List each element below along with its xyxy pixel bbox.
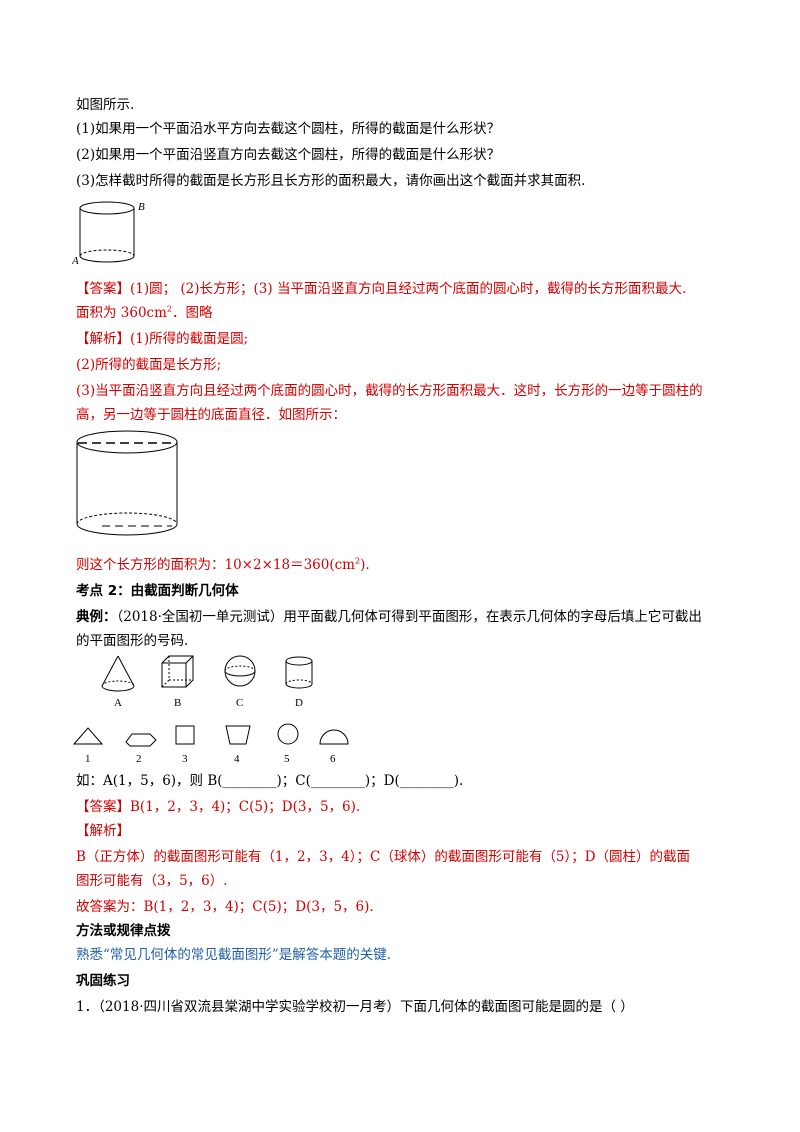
solids-figure: A B C D bbox=[101, 655, 313, 709]
cylinder-figure-small: B A bbox=[72, 201, 145, 267]
shape-label-6: 6 bbox=[330, 753, 336, 765]
shape-label-5: 5 bbox=[284, 753, 290, 765]
solid-label-c: C bbox=[236, 697, 243, 709]
area-calc-post: ). bbox=[360, 557, 370, 573]
example-line-2: 的平面图形的号码. bbox=[76, 633, 189, 649]
label-b: B bbox=[138, 201, 145, 213]
analysis-2-line-2: 图形可能有（3，5，6）. bbox=[76, 873, 228, 889]
square-icon bbox=[175, 725, 195, 745]
shape-label-1: 1 bbox=[85, 753, 91, 765]
practice-question-1: 1．（2018·四川省双流县棠湖中学实验学校初一月考）下面几何体的截面图可能是圆… bbox=[76, 999, 634, 1015]
circle-icon bbox=[277, 723, 299, 745]
cylinder-figure-large bbox=[76, 430, 178, 536]
answer-1-text: (1)圆； (2)长方形；(3) 当平面沿竖直方向且经过两个底面的圆心时，截得的… bbox=[130, 281, 687, 297]
answer-area-sup: 2 bbox=[166, 304, 173, 314]
analysis-1-line-4: 高，另一边等于圆柱的底面直径．如图所示： bbox=[76, 407, 346, 423]
section-2-title: 考点 2：由截面判断几何体 bbox=[76, 583, 239, 599]
answer-tag: 【答案】 bbox=[76, 281, 130, 297]
cube-icon bbox=[161, 655, 194, 688]
area-calc-sup: 2 bbox=[354, 556, 361, 566]
analysis-1-line-5: 则这个长方形的面积为：10×2×18＝360(cm2). bbox=[76, 556, 370, 574]
answer-2-tag: 【答案】 bbox=[76, 799, 130, 815]
analysis-1-text-1: (1)所得的截面是圆; bbox=[130, 331, 249, 347]
practice-title: 巩固练习 bbox=[76, 973, 130, 989]
cylinder-icon bbox=[285, 656, 313, 689]
analysis-tag: 【解析】 bbox=[76, 331, 130, 347]
shape-label-2: 2 bbox=[136, 753, 142, 765]
hexagon-icon bbox=[125, 733, 157, 747]
shape-label-4: 4 bbox=[234, 753, 240, 765]
sphere-icon bbox=[224, 655, 256, 687]
triangle-icon bbox=[72, 727, 104, 745]
label-a: A bbox=[72, 255, 79, 267]
solid-label-a: A bbox=[114, 697, 122, 709]
answer-area-post: ．图略 bbox=[172, 305, 213, 321]
method-text: 熟悉“常见几何体的常见截面图形”是解答本题的关键. bbox=[76, 947, 392, 963]
cylinder-bottom-back bbox=[79, 249, 135, 257]
analysis-2-tag: 【解析】 bbox=[76, 823, 130, 839]
trapezoid-icon bbox=[225, 725, 251, 745]
large-cylinder-bottom-back bbox=[76, 512, 178, 525]
area-calc-text: 则这个长方形的面积为：10×2×18＝360(cm bbox=[76, 557, 355, 573]
analysis-2-line-3: 故答案为：B(1，2，3，4)；C(5)；D(3，5，6). bbox=[76, 899, 374, 915]
cylinder-top-ellipse bbox=[79, 201, 135, 215]
large-cylinder-top bbox=[76, 430, 178, 454]
example-line-1: 典例：（2018·全国初一单元测试）用平面截几何体可得到平面图形，在表示几何体的… bbox=[76, 608, 702, 626]
answer-2-text: B(1，2，3，4)；C(5)；D(3，5，6). bbox=[130, 799, 361, 815]
question-3: (3)怎样截时所得的截面是长方形且长方形的面积最大，请你画出这个截面并求其面积. bbox=[76, 173, 586, 189]
solid-label-d: D bbox=[295, 697, 303, 709]
analysis-2-line-1: B（正方体）的截面图形可能有（1，2，3，4）；C（球体）的截面图形可能有（5）… bbox=[76, 849, 691, 865]
intro-text: 如图所示. bbox=[76, 97, 135, 113]
analysis-1-line-2: (2)所得的截面是长方形; bbox=[76, 357, 222, 373]
semicircle-icon bbox=[319, 729, 349, 745]
shape-label-3: 3 bbox=[182, 753, 188, 765]
large-cylinder-bottom-front bbox=[76, 523, 178, 536]
cone-icon bbox=[101, 655, 135, 692]
question-1: (1)如果用一个平面沿水平方向去截这个圆柱，所得的截面是什么形状？ bbox=[76, 121, 501, 137]
cylinder-bottom-front bbox=[79, 255, 135, 263]
answer-1-line-2: 面积为 360cm2．图略 bbox=[76, 304, 213, 322]
example-label: 典例： bbox=[76, 609, 117, 625]
method-title: 方法或规律点拨 bbox=[76, 923, 171, 939]
answer-2-line: 【答案】B(1，2，3，4)；C(5)；D(3，5，6). bbox=[76, 798, 360, 816]
question-2: (2)如果用一个平面沿竖直方向去截这个圆柱，所得的截面是什么形状？ bbox=[76, 147, 501, 163]
example-text-1: （2018·全国初一单元测试）用平面截几何体可得到平面图形，在表示几何体的字母后… bbox=[116, 609, 702, 625]
answer-1-line-1: 【答案】(1)圆； (2)长方形；(3) 当平面沿竖直方向且经过两个底面的圆心时… bbox=[76, 280, 686, 298]
shapes-figure: 1 2 3 4 5 6 bbox=[72, 723, 349, 765]
analysis-1-line-1: 【解析】(1)所得的截面是圆; bbox=[76, 330, 248, 348]
answer-area-text: 面积为 360cm bbox=[76, 305, 167, 321]
analysis-1-line-3: (3)当平面沿竖直方向且经过两个底面的圆心时，截得的长方形面积最大．这时，长方形… bbox=[76, 383, 703, 399]
fill-blank-line: 如：A(1，5，6)，则 B(________)；C(________)；D(_… bbox=[76, 773, 464, 789]
solid-label-b: B bbox=[174, 697, 181, 709]
